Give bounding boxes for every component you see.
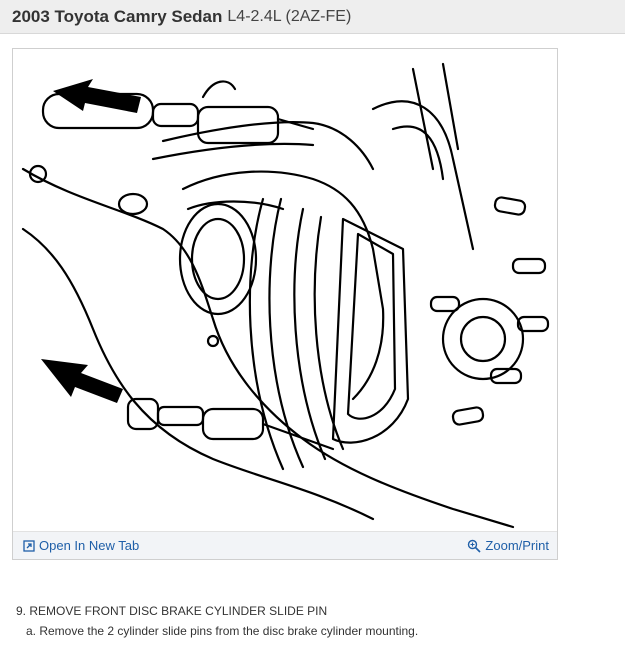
figure-footer: Open In New Tab Zoom/Print	[13, 531, 557, 559]
instructions: 9. REMOVE FRONT DISC BRAKE CYLINDER SLID…	[16, 601, 418, 641]
open-in-new-tab-label: Open In New Tab	[39, 538, 140, 553]
zoom-print-label: Zoom/Print	[485, 538, 549, 553]
new-tab-icon	[23, 539, 35, 552]
page-header: 2003 Toyota Camry Sedan L4-2.4L (2AZ-FE)	[0, 0, 625, 34]
zoom-print-link[interactable]: Zoom/Print	[467, 538, 549, 553]
zoom-icon	[468, 539, 481, 553]
step-heading: 9. REMOVE FRONT DISC BRAKE CYLINDER SLID…	[16, 604, 328, 618]
brake-caliper-illustration[interactable]	[13, 49, 557, 531]
vehicle-title: 2003 Toyota Camry Sedan	[12, 6, 223, 26]
step-substep: a. Remove the 2 cylinder slide pins from…	[26, 624, 419, 638]
open-in-new-tab-link[interactable]: Open In New Tab	[23, 538, 139, 553]
figure-card: Open In New Tab Zoom/Print	[12, 48, 558, 560]
engine-label: L4-2.4L (2AZ-FE)	[227, 7, 352, 25]
caliper-drawing	[21, 62, 550, 529]
